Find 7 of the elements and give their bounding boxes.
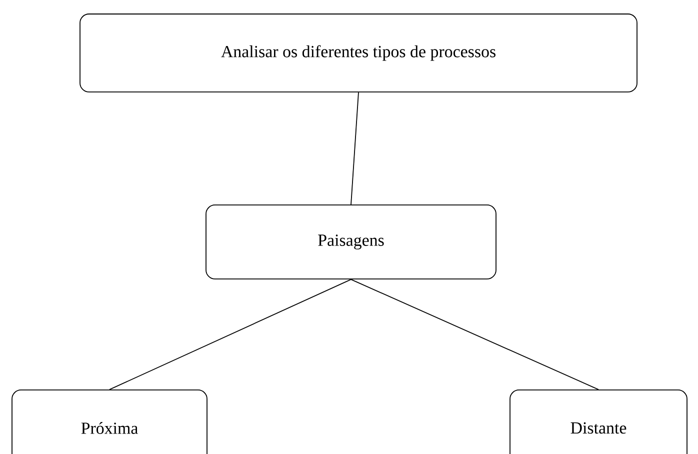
connector-line [109, 279, 352, 390]
connector-line [350, 279, 599, 390]
connector-line [350, 92, 359, 205]
process-box: Próxima [12, 390, 208, 454]
process-box: Analisar os diferentes tipos de processos [80, 14, 638, 92]
process-box: Paisagens [206, 204, 496, 280]
process-box: Distante [510, 390, 688, 454]
